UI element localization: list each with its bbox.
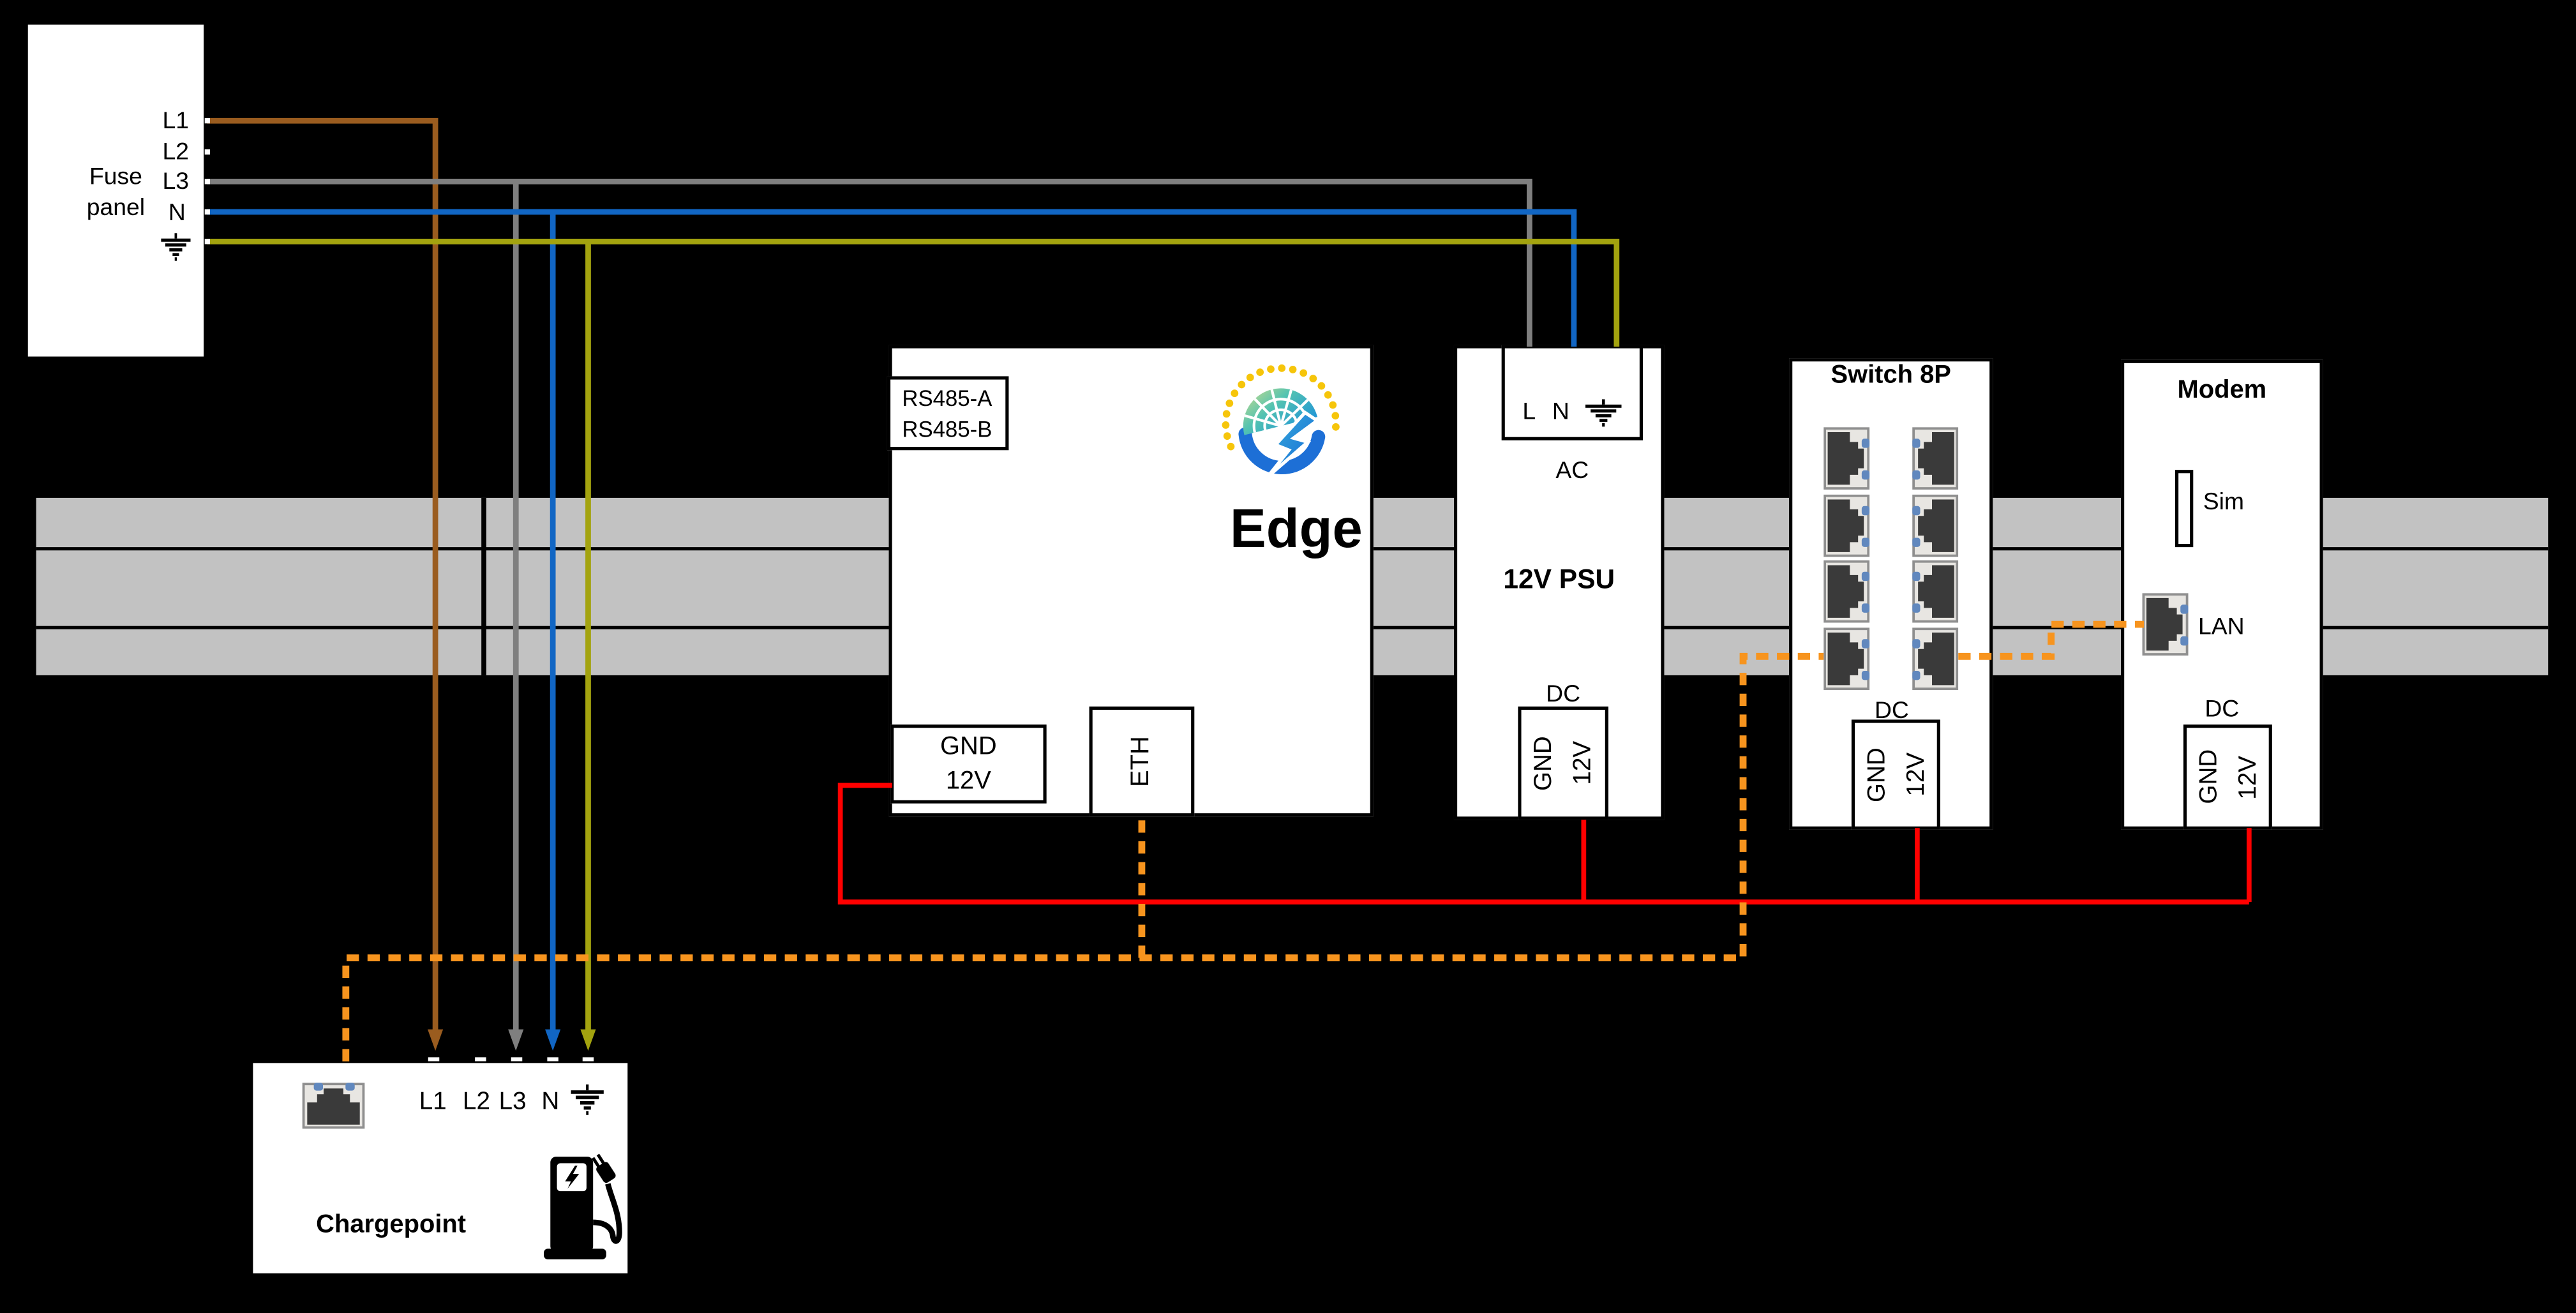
ground-icon — [1585, 398, 1622, 426]
sim-label: Sim — [2203, 490, 2245, 516]
wire-pe-olive — [207, 239, 1620, 1051]
rj45-port-icon — [302, 1083, 365, 1129]
ev-charger-icon — [543, 1153, 622, 1259]
psu-name: 12V PSU — [1503, 565, 1615, 595]
cp-terminal-l3: L3 — [498, 1086, 527, 1115]
wire-n-blue — [207, 209, 1577, 1051]
edge-name: Edge — [1230, 497, 1363, 559]
edge-12v-label: 12V — [945, 767, 991, 795]
rs485-b-label: RS485-B — [902, 417, 992, 442]
rj45-port-icon — [1911, 560, 1958, 623]
psu-dc-terminal-box: GND 12V — [1518, 706, 1608, 820]
lan-port-icon — [2142, 593, 2189, 656]
rj45-port-icon — [1911, 493, 1958, 557]
modem-dc-terminal-box: GND 12V — [2183, 724, 2272, 830]
chargepoint-name: Chargepoint — [316, 1211, 467, 1239]
cp-terminal-l2: L2 — [462, 1086, 490, 1115]
psu-dc-label: DC — [1546, 682, 1581, 709]
edge-logo-icon — [1222, 364, 1340, 479]
switch-name: Switch 8P — [1831, 361, 1951, 390]
switch-dc-terminal-box: GND 12V — [1851, 719, 1940, 830]
fuse-terminal-n: N — [168, 200, 186, 227]
rj45-port-icon — [1823, 493, 1870, 557]
edge-power-terminal-box: GND 12V — [890, 724, 1047, 804]
fuse-terminal-l2: L2 — [162, 139, 190, 165]
rj45-port-icon — [1823, 627, 1870, 691]
fuse-panel-title-line1: Fuse — [89, 164, 142, 191]
rj45-port-icon — [1823, 426, 1870, 489]
rj45-port-icon — [1823, 560, 1870, 623]
ethernet-wire-orange — [342, 620, 2145, 1062]
psu-ac-n-label: N — [1552, 399, 1569, 426]
wire-12v-red — [837, 783, 2252, 904]
rj45-port-icon — [1911, 627, 1958, 691]
cp-terminal-n: N — [541, 1086, 560, 1115]
fuse-terminal-l1: L1 — [162, 108, 190, 135]
modem-name: Modem — [2177, 376, 2267, 405]
lan-label: LAN — [2198, 614, 2245, 641]
fuse-panel: Fuse panel L1 L2 L3 N — [27, 24, 204, 357]
rs485-terminal-box: RS485-A RS485-B — [886, 376, 1008, 451]
rj45-port-icon — [1911, 426, 1958, 489]
wire-l3-gray — [207, 179, 1532, 1051]
fuse-panel-title-line2: panel — [86, 195, 146, 222]
cp-terminal-l1: L1 — [419, 1086, 447, 1115]
psu-ac-label: AC — [1555, 458, 1589, 485]
edge-eth-port-box: ETH — [1089, 706, 1195, 817]
edge-gnd-label: GND — [940, 733, 997, 761]
ground-icon — [571, 1084, 604, 1115]
connection-marks — [204, 118, 594, 1062]
rs485-a-label: RS485-A — [902, 386, 992, 411]
psu-ac-l-label: L — [1522, 399, 1536, 426]
modem-dc-label: DC — [2205, 696, 2240, 723]
sim-slot — [2174, 470, 2193, 548]
wire-l1-brown — [207, 117, 444, 1051]
fuse-terminal-l3: L3 — [162, 169, 190, 196]
din-rail-joint — [480, 497, 486, 675]
chargepoint-rj45-port — [302, 1083, 365, 1129]
ground-icon — [161, 233, 191, 261]
